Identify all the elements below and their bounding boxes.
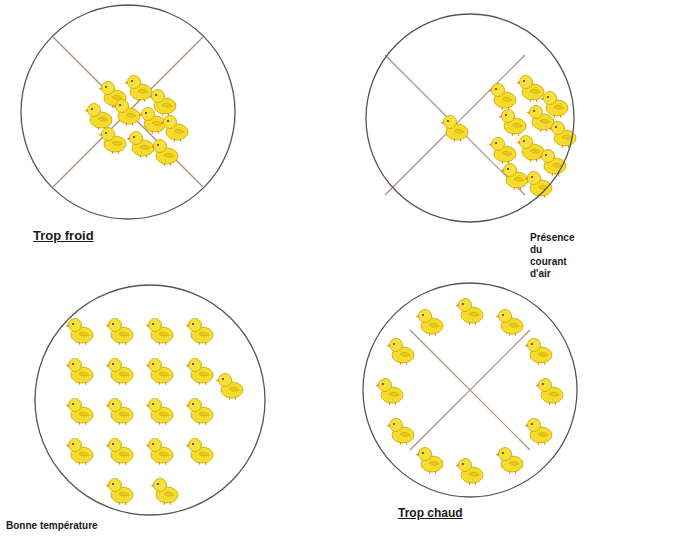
chick: [151, 140, 179, 167]
circle-outline: [362, 282, 578, 498]
chick: [66, 359, 94, 386]
chick: [106, 479, 134, 506]
chick: [139, 108, 167, 135]
chick: [125, 76, 153, 103]
chick: [496, 310, 524, 337]
brooder-circle: Trop froid: [20, 4, 236, 220]
chick: [456, 299, 484, 326]
chick: [186, 399, 214, 426]
chick: [146, 439, 174, 466]
brooder-circle: Trop chaud: [362, 282, 578, 498]
chick: [441, 116, 469, 143]
chicks-good: [66, 319, 244, 506]
chick: [525, 172, 553, 199]
chick: [85, 104, 113, 131]
chick: [416, 448, 444, 475]
cross-line: [410, 330, 530, 450]
chick: [146, 399, 174, 426]
chick: [517, 76, 545, 103]
chick: [99, 128, 127, 155]
chick: [186, 359, 214, 386]
chick: [66, 319, 94, 346]
chick: [146, 319, 174, 346]
chick: [501, 164, 529, 191]
circle-outline: [20, 4, 236, 220]
cross-line: [410, 330, 530, 450]
chick: [489, 138, 517, 165]
circle-border: [366, 14, 574, 222]
chick: [127, 132, 155, 159]
temperature-label: Présence du courant d'air: [530, 232, 575, 280]
chick: [113, 100, 141, 127]
cross-line: [53, 37, 203, 187]
chick: [499, 110, 527, 137]
chick: [66, 439, 94, 466]
chick: [416, 310, 444, 337]
chick: [387, 419, 415, 446]
circle-outline: [34, 284, 266, 516]
brooder-circle: Présence du courant d'air: [365, 13, 575, 223]
temperature-label: Bonne température: [6, 520, 98, 532]
chick: [106, 359, 134, 386]
chick: [496, 448, 524, 475]
chick: [527, 106, 555, 133]
chick: [517, 136, 545, 163]
chick: [456, 459, 484, 486]
chick: [66, 399, 94, 426]
chick: [536, 379, 564, 406]
chick: [489, 84, 517, 111]
chick: [387, 339, 415, 366]
cross-line: [53, 37, 203, 187]
chick: [525, 419, 553, 446]
chick: [549, 122, 577, 149]
chick: [106, 439, 134, 466]
chick: [161, 116, 189, 143]
circle-border: [35, 285, 265, 515]
chick: [186, 319, 214, 346]
brooder-circle: Bonne température: [34, 284, 266, 516]
temperature-label: Trop chaud: [398, 506, 463, 520]
chick: [525, 339, 553, 366]
cross-line: [385, 55, 525, 195]
circle-border: [21, 5, 235, 219]
circle-outline: [365, 13, 575, 223]
chicks-hot: [376, 299, 564, 486]
cross-lines: [53, 37, 530, 450]
chick: [376, 379, 404, 406]
chick: [106, 399, 134, 426]
chick: [106, 319, 134, 346]
cross-line: [385, 55, 525, 195]
chicks-draught: [441, 76, 577, 199]
temperature-label: Trop froid: [33, 228, 94, 244]
chick: [216, 374, 244, 401]
chick: [539, 150, 567, 177]
chick: [186, 439, 214, 466]
chick: [146, 359, 174, 386]
chick: [151, 479, 179, 506]
circle-border: [363, 283, 577, 497]
chicks-cold: [85, 76, 189, 167]
